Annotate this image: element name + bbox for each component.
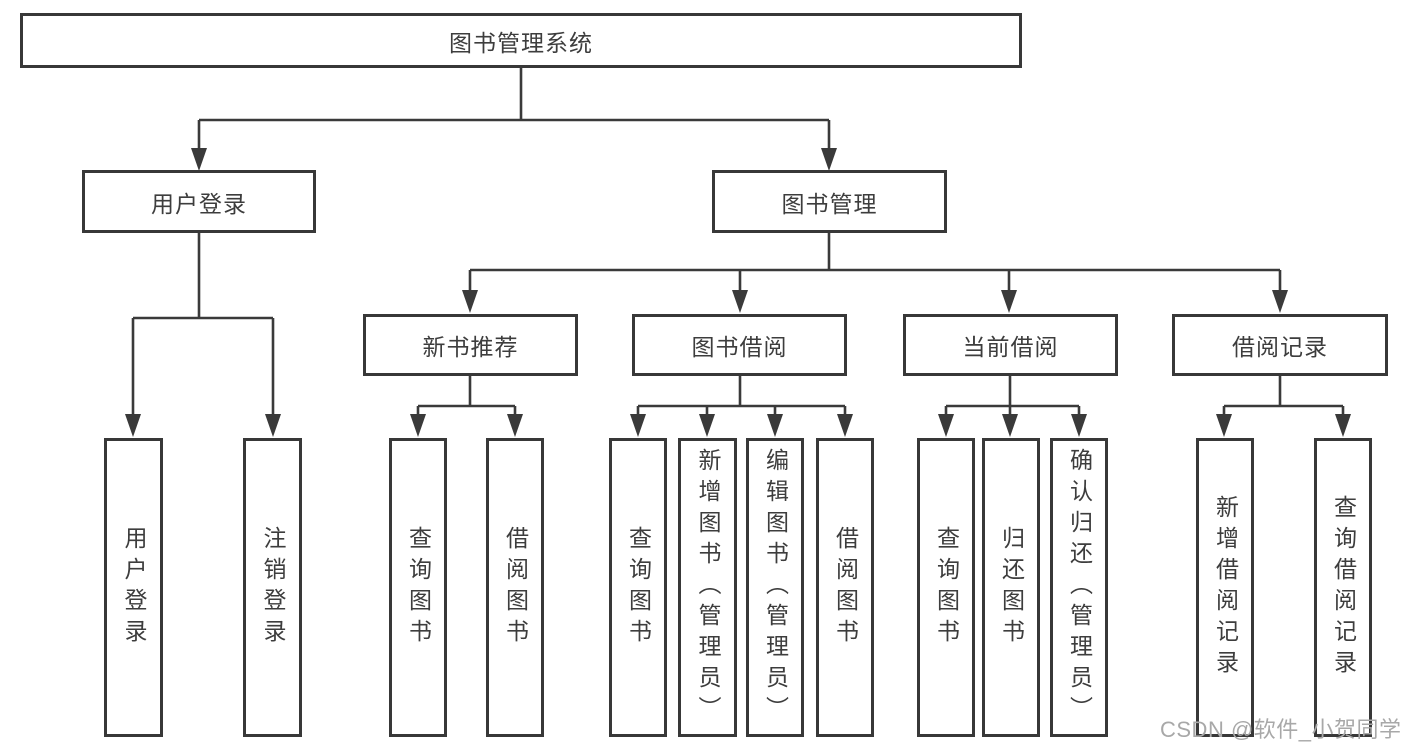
node-book-management: 图书管理 (712, 170, 947, 233)
csdn-watermark: CSDN @软件_小贺同学 (1160, 717, 1402, 742)
leaf-recommend-query-book-label: 查询图书 (405, 525, 432, 650)
leaf-current-return-book-label: 归还图书 (998, 525, 1025, 650)
leaf-logout-login-label: 注销登录 (260, 525, 286, 650)
leaf-current-confirm-return-admin: 确认归还（管理员） (1050, 438, 1108, 737)
leaf-borrow-query-book-label: 查询图书 (625, 525, 652, 650)
node-book-borrow-label: 图书借阅 (691, 334, 788, 360)
leaf-current-query-book-label: 查询图书 (933, 525, 960, 650)
node-root: 图书管理系统 (20, 13, 1022, 68)
node-book-borrow: 图书借阅 (632, 314, 847, 376)
leaf-recommend-borrow-book-label: 借阅图书 (502, 525, 529, 650)
node-current-borrow-label: 当前借阅 (962, 334, 1059, 360)
leaf-borrow-add-book-admin: 新增图书（管理员） (678, 438, 737, 737)
leaf-borrow-add-book-admin-label: 新增图书（管理员） (695, 448, 721, 727)
node-user-login: 用户登录 (82, 170, 316, 233)
node-user-login-label: 用户登录 (151, 190, 247, 217)
leaf-borrow-borrow-book: 借阅图书 (816, 438, 874, 737)
node-book-management-label: 图书管理 (781, 190, 878, 217)
leaf-current-query-book: 查询图书 (917, 438, 975, 737)
leaf-records-add-borrow-record: 新增借阅记录 (1196, 438, 1254, 737)
leaf-recommend-borrow-book: 借阅图书 (486, 438, 544, 737)
leaf-borrow-edit-book-admin: 编辑图书（管理员） (746, 438, 804, 737)
leaf-recommend-query-book: 查询图书 (389, 438, 447, 737)
leaf-borrow-query-book: 查询图书 (609, 438, 667, 737)
leaf-logout-login: 注销登录 (243, 438, 302, 737)
node-new-book-recommend: 新书推荐 (363, 314, 578, 376)
node-borrow-records-label: 借阅记录 (1232, 334, 1328, 360)
node-borrow-records: 借阅记录 (1172, 314, 1388, 376)
node-current-borrow: 当前借阅 (903, 314, 1118, 376)
leaf-records-query-borrow-record: 查询借阅记录 (1314, 438, 1372, 737)
node-root-label: 图书管理系统 (449, 29, 593, 56)
leaf-current-confirm-return-admin-label: 确认归还（管理员） (1066, 448, 1093, 727)
leaf-borrow-edit-book-admin-label: 编辑图书（管理员） (762, 448, 789, 727)
leaf-borrow-borrow-book-label: 借阅图书 (832, 525, 859, 650)
node-new-book-recommend-label: 新书推荐 (422, 334, 519, 360)
leaf-records-add-borrow-record-label: 新增借阅记录 (1212, 494, 1239, 681)
leaf-user-login: 用户登录 (104, 438, 163, 737)
leaf-current-return-book: 归还图书 (982, 438, 1040, 737)
leaf-records-query-borrow-record-label: 查询借阅记录 (1330, 494, 1357, 681)
leaf-user-login-label: 用户登录 (121, 525, 147, 650)
